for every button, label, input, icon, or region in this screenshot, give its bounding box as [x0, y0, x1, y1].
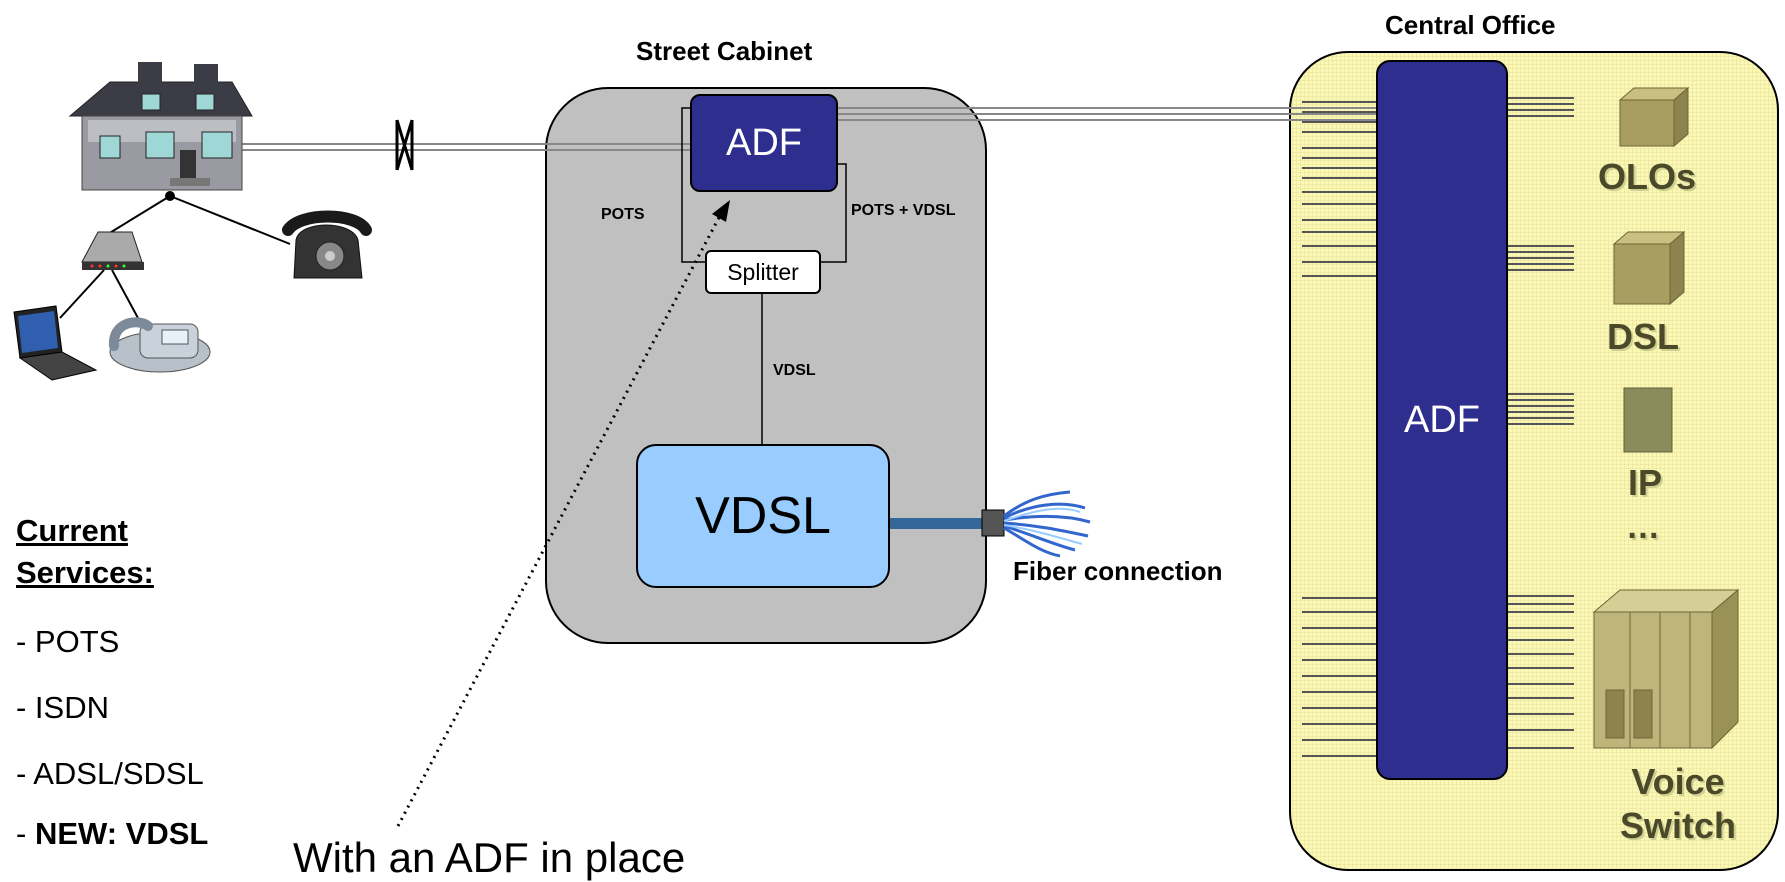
desk-phone-icon: [109, 317, 211, 373]
service-item: - ADSL/SDSL: [16, 756, 204, 791]
adf-annotation: With an ADF in place: [293, 834, 686, 881]
office-left-stubs: [1302, 101, 1376, 757]
annotation-arrowhead: [712, 200, 730, 222]
server-cabinet-icon: [1612, 230, 1686, 306]
service-item: - POTS: [16, 624, 120, 659]
cabinet-adf-label: ADF: [726, 121, 802, 164]
office-adf-label: ADF: [1404, 398, 1480, 441]
service-new-label: NEW: VDSL: [34, 816, 209, 851]
cabinet-adf-box: ADF: [690, 94, 838, 192]
vdsl-link-label: VDSL: [773, 362, 816, 379]
cable-bundle-icon: [981, 490, 1091, 558]
street-cabinet-title: Street Cabinet: [636, 36, 813, 66]
server-cabinet-icon: [1592, 588, 1740, 750]
server-cabinet-icon: [1618, 86, 1690, 148]
pots-label: POTS: [601, 206, 645, 223]
equipment-olos-label: OLOs: [1598, 156, 1697, 197]
service-item-new: - NEW: VDSL: [16, 816, 208, 852]
pots-vdsl-label: POTS + VDSL: [851, 202, 956, 219]
services-heading: Current Services:: [16, 513, 154, 590]
central-office-title: Central Office: [1385, 10, 1556, 40]
equipment-ip-label: IP: [1628, 462, 1663, 503]
annotation-arrow: [396, 207, 726, 827]
splitter-box: Splitter: [705, 250, 821, 294]
fiber-link: [888, 518, 986, 529]
fiber-connection-label: Fiber connection: [1013, 556, 1223, 586]
house-icon: [68, 62, 253, 191]
junction-dot: [165, 191, 175, 201]
splitter-wiring: [681, 107, 847, 444]
equipment-more-label: …: [1626, 508, 1660, 546]
copper-line-house: [240, 143, 690, 151]
home-wiring: [59, 195, 291, 319]
vdsl-box-label: VDSL: [695, 487, 831, 545]
equipment-voice-switch-label: Voice Switch: [1619, 761, 1736, 846]
copper-line-office: [838, 107, 1380, 121]
laptop-icon: [13, 305, 98, 381]
vdsl-dslam-box: VDSL: [636, 444, 890, 588]
office-adf-box: ADF: [1376, 60, 1508, 780]
office-right-stubs: [1508, 97, 1574, 749]
line-breaker-icon: [395, 119, 414, 171]
server-cabinet-icon: [1623, 387, 1673, 453]
rotary-phone-icon: [282, 210, 372, 279]
modem-icon: [81, 231, 144, 270]
service-new-prefix: -: [16, 816, 35, 851]
service-item: - ISDN: [16, 690, 109, 725]
splitter-label: Splitter: [727, 258, 799, 285]
equipment-dsl-label: DSL: [1607, 316, 1679, 357]
